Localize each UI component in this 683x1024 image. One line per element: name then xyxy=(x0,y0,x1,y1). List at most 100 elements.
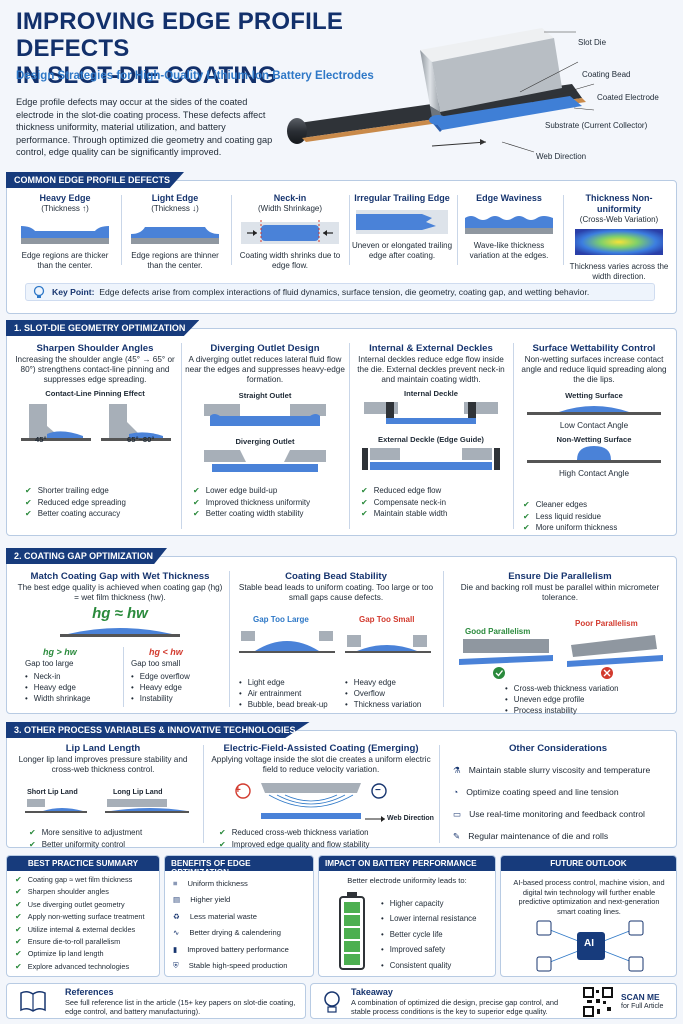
scan-me-sub: for Full Article xyxy=(621,1003,664,1010)
battery-icon: ▮ xyxy=(173,944,178,954)
future-text: AI-based process control, machine vision… xyxy=(513,878,665,916)
section-geometry: 1. SLOT-DIE GEOMETRY OPTIMIZATION Sharpe… xyxy=(6,320,677,536)
recycle-icon: ♻ xyxy=(173,911,180,921)
electric-field-diagram xyxy=(235,783,387,822)
light-edge-icon xyxy=(131,227,219,244)
poor-parallelism-label: Poor Parallelism xyxy=(575,619,638,628)
block-diverging-outlet: Diverging Outlet Design A diverging outl… xyxy=(185,343,345,481)
neck-in-icon xyxy=(241,220,339,244)
gap-too-small-label: Gap Too Small xyxy=(359,615,415,624)
waviness-icon xyxy=(465,216,553,234)
block-deckles: Internal & External Deckles Internal dec… xyxy=(353,343,509,479)
lightbulb-icon xyxy=(324,991,340,1013)
shield-icon: ⛨ xyxy=(173,961,179,971)
page-subtitle: Design Strategies for High-Quality Lithi… xyxy=(16,70,374,82)
heatmap-icon xyxy=(575,229,663,255)
consideration-item: ◔Optimize coating speed and line tension xyxy=(453,787,619,797)
non-wetting-surface-diagram xyxy=(527,446,661,463)
defect-heavy-edge: Heavy Edge(Thickness ↑) Edge regions are… xyxy=(15,193,115,271)
electric-field-checklist: Reduced cross-web thickness variationImp… xyxy=(219,827,370,850)
page-title: IMPROVING EDGE PROFILE DEFECTS IN SLOT-D… xyxy=(16,8,344,89)
impact-lead: Better electrode uniformity leads to: xyxy=(347,876,467,885)
future-outlook-box: FUTURE OUTLOOK AI-based process control,… xyxy=(500,855,677,977)
section-heading: 2. COATING GAP OPTIMIZATION xyxy=(6,548,168,564)
intro-paragraph: Edge profile defects may occur at the si… xyxy=(16,97,273,158)
slot-die-illustration xyxy=(287,28,595,153)
benefits-list: ≡Uniform thickness ▤Higher yield ♻Less m… xyxy=(173,879,289,971)
gap-small-label: Gap too small xyxy=(131,659,181,668)
wettability-checklist: Cleaner edgesLess liquid residueMore uni… xyxy=(523,499,618,534)
considerations-list: ⚗Maintain stable slurry viscosity and te… xyxy=(453,759,673,847)
block-lip-land: Lip Land Length Longer lip land improves… xyxy=(18,743,188,774)
section-heading: 3. OTHER PROCESS VARIABLES & INNOVATIVE … xyxy=(6,722,310,738)
ai-network-diagram xyxy=(536,920,644,972)
takeaway-box: Takeaway A combination of optimized die … xyxy=(310,983,677,1019)
block-wettability: Surface Wettability Control Non-wetting … xyxy=(515,343,673,479)
lip-land-diagram xyxy=(25,799,189,813)
gap-small-equation: hg < hw xyxy=(149,647,183,657)
shoulder-checklist: Shorter trailing edgeReduced edge spread… xyxy=(25,485,126,520)
external-deckle-diagram xyxy=(362,448,500,470)
trailing-edge-icon xyxy=(356,210,448,234)
gap-too-large-label: Gap Too Large xyxy=(253,615,309,624)
gap-large-equation: hg > hw xyxy=(43,647,77,657)
defect-edge-waviness: Edge Waviness Wave-like thickness variat… xyxy=(459,193,559,261)
section-edge-defects: COMMON EDGE PROFILE DEFECTS Heavy Edge(T… xyxy=(6,172,677,314)
impact-box: IMPACT ON BATTERY PERFORMANCE Better ele… xyxy=(318,855,496,977)
ai-chip-icon: AI xyxy=(584,938,594,949)
gauge-icon: ◔ xyxy=(453,787,459,797)
callout-coating-bead: Coating Bead xyxy=(582,70,631,79)
callout-substrate: Substrate (Current Collector) xyxy=(545,121,648,130)
lightbulb-icon xyxy=(33,285,45,298)
callout-coated-electrode: Coated Electrode xyxy=(597,93,659,102)
section-heading: 1. SLOT-DIE GEOMETRY OPTIMIZATION xyxy=(6,320,200,336)
short-lip-label: Short Lip Land xyxy=(27,787,78,796)
bead-small-list: Heavy edgeOverflowThickness variation xyxy=(345,677,422,710)
best-practice-box: BEST PRACTICE SUMMARY Coating gap ≈ wet … xyxy=(6,855,160,977)
plus-electrode: + xyxy=(235,785,241,796)
book-icon xyxy=(20,990,46,1012)
gap-large-list: Neck-inHeavy edgeWidth shrinkage xyxy=(25,671,91,704)
qr-code[interactable] xyxy=(583,987,613,1017)
good-parallelism-label: Good Parallelism xyxy=(465,627,531,636)
gap-large-label: Gap too large xyxy=(25,659,74,668)
best-practice-list: Coating gap ≈ wet film thicknessSharpen … xyxy=(15,874,145,973)
defect-irregular-trailing-edge: Irregular Trailing Edge Uneven or elonga… xyxy=(351,193,453,260)
wetting-surface-diagram xyxy=(527,406,661,415)
callout-web-direction: Web Direction xyxy=(536,152,587,161)
flask-icon: ⚗ xyxy=(453,765,461,775)
parallelism-diagram xyxy=(459,635,663,679)
impact-list: Higher capacityLower internal resistance… xyxy=(381,896,477,973)
defect-neck-in: Neck-in(Width Shrinkage) Coating width s… xyxy=(235,193,345,271)
wave-icon: ∿ xyxy=(173,928,180,938)
internal-deckle-diagram xyxy=(364,402,498,424)
gap-match-diagram xyxy=(60,628,180,637)
bead-stability-diagram xyxy=(239,631,431,653)
lip-land-checklist: More sensitive to adjustmentBetter unifo… xyxy=(29,827,142,850)
section-coating-gap: 2. COATING GAP OPTIMIZATION Match Coatin… xyxy=(6,548,677,716)
key-point-box: Key Point: Edge defects arise from compl… xyxy=(25,283,655,301)
block-match-gap: Match Coating Gap with Wet Thickness The… xyxy=(15,571,225,645)
layers-icon: ≡ xyxy=(173,879,178,888)
references-box: References See full reference list in th… xyxy=(6,983,306,1019)
battery-icon xyxy=(339,892,365,970)
long-lip-label: Long Lip Land xyxy=(113,787,163,796)
consideration-item: ▭Use real-time monitoring and feedback c… xyxy=(453,809,645,819)
scan-me-label: SCAN ME xyxy=(621,992,660,1002)
block-shoulder-angles: Sharpen Shoulder Angles Increasing the s… xyxy=(15,343,175,444)
chart-icon: ▤ xyxy=(173,895,181,905)
consideration-item: ⚗Maintain stable slurry viscosity and te… xyxy=(453,765,651,775)
defect-thickness-nonuniformity: Thickness Non-uniformity(Cross-Web Varia… xyxy=(565,193,673,282)
block-bead-stability: Coating Bead Stability Stable bead leads… xyxy=(238,571,434,602)
parallelism-list: Cross-web thickness variationUneven edge… xyxy=(505,683,619,716)
pinning-diagram xyxy=(21,404,171,441)
diverging-outlet-diagram xyxy=(204,450,326,472)
section-other-variables: 3. OTHER PROCESS VARIABLES & INNOVATIVE … xyxy=(6,722,677,850)
callout-slot-die: Slot Die xyxy=(578,38,607,47)
benefits-box: BENEFITS OF EDGE OPTIMIZATION ≡Uniform t… xyxy=(164,855,314,977)
gap-small-list: Edge overflowHeavy edgeInstability xyxy=(131,671,190,704)
block-other-considerations: Other Considerations xyxy=(508,743,608,754)
straight-outlet-diagram xyxy=(204,404,326,426)
bead-large-list: Light edgeAir entrainmentBubble, bead br… xyxy=(239,677,328,710)
